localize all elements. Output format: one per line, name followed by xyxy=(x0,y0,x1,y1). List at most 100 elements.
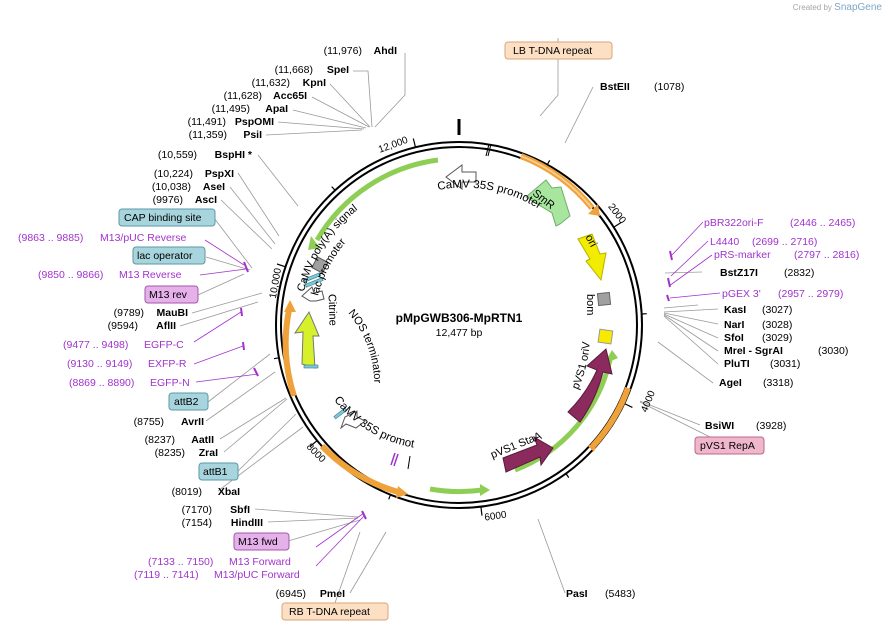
enzyme-agei: AgeI(3318) xyxy=(719,377,793,389)
ori-label: ori xyxy=(583,233,599,249)
attb-box xyxy=(333,407,348,420)
enzyme-aatii: (8237)AatII xyxy=(145,434,214,446)
primer-prs-marker: pRS-marker(2797 .. 2816) xyxy=(714,249,859,261)
left-marker-primer-4 xyxy=(253,367,259,377)
camv-top-promoter-label: CaMV 35S promoter xyxy=(437,179,544,212)
right-marker-primer-2 xyxy=(667,277,671,288)
primer-egfp-n: (8869 .. 8890)EGFP-N xyxy=(69,377,190,389)
staa-gene-arrow xyxy=(502,435,554,473)
enzyme-asei: (10,038)AseI xyxy=(152,181,225,193)
size-tick-marks xyxy=(273,138,647,516)
primer-pbr322ori-f: pBR322ori-F(2446 .. 2465) xyxy=(704,217,855,229)
enzyme-ahdi: (11,976)AhdI xyxy=(324,45,397,57)
lac-operator-box-2 xyxy=(304,277,324,288)
enzyme-avrii: (8755)AvrII xyxy=(134,416,204,428)
enzyme-pluti: PluTI(3031) xyxy=(724,358,800,370)
plasmid-name: pMpGWB306-MpRTN1 xyxy=(396,311,523,325)
inner-features xyxy=(240,143,673,520)
nos-terminator-box xyxy=(303,364,319,369)
bottom-marker-line-3 xyxy=(407,455,411,470)
enzyme-sfoi: SfoI(3029) xyxy=(724,332,792,344)
tick-mark xyxy=(276,263,286,268)
enzyme-bsteii: BstEII(1078) xyxy=(600,81,684,93)
top-marker-line-2 xyxy=(487,143,492,157)
tick-mark xyxy=(412,138,417,148)
cap-binding-site-box: CAP binding site xyxy=(118,208,216,227)
bottom-marker-line-2 xyxy=(393,453,399,467)
polya-label: CaMV poly(A) signal xyxy=(295,202,360,292)
lac-promoter-arrow xyxy=(301,286,325,302)
bom-label: bom xyxy=(584,294,596,315)
attb1-box: attB1 xyxy=(198,462,239,481)
oriv-box xyxy=(597,328,614,345)
enzyme-pmei: (6945)PmeI xyxy=(276,588,345,600)
polya-box xyxy=(311,256,329,274)
primer-connector-lines xyxy=(193,221,721,567)
lac-operator-box-1 xyxy=(302,272,322,283)
primer-egfp-c: (9477 .. 9498)EGFP-C xyxy=(63,339,184,351)
bottom-marker-line-1 xyxy=(390,452,396,466)
enzyme-acc65i: (11,628)Acc65I xyxy=(224,90,307,102)
lac-operator-box: lac operator xyxy=(132,246,206,265)
primer-m13-forward: (7133 .. 7150)M13 Forward xyxy=(148,556,291,568)
svg-text:LB T-DNA repeat: LB T-DNA repeat xyxy=(513,45,592,57)
backbone-outer-ring xyxy=(275,141,643,509)
camv-bottom-promoter-arrow xyxy=(339,410,366,430)
left-marker-primer xyxy=(243,261,249,273)
plasmid-backbone xyxy=(273,119,647,516)
enzyme-zrai: (8235)ZraI xyxy=(155,447,218,459)
enzyme-pasi: PasI(5483) xyxy=(566,588,635,600)
tick-mark xyxy=(273,357,280,360)
svg-text:pVS1 RepA: pVS1 RepA xyxy=(700,440,755,452)
snapgene-credit: Created by SnapGene xyxy=(793,2,882,13)
svg-text:M13 fwd: M13 fwd xyxy=(238,536,278,548)
left-marker-primer-3 xyxy=(242,341,245,351)
primer-m13puc-forward: (7119 .. 7141)M13/pUC Forward xyxy=(134,569,300,581)
tick-label-6000: 6000 xyxy=(484,510,508,524)
right-border-arrowhead xyxy=(588,204,600,216)
enzyme-pspxi: (10,224)PspXI xyxy=(154,168,234,180)
enzyme-hindiii: (7154)HindIII xyxy=(182,517,263,529)
smr-gene-arrow xyxy=(525,179,571,227)
camv-top-promoter-arrow xyxy=(445,164,477,190)
rb-t-dna-repeat-box: RB T-DNA repeat xyxy=(281,602,389,621)
tick-mark xyxy=(331,186,336,191)
primer-exfp-r: (9130 .. 9149)EXFP-R xyxy=(67,358,187,370)
enzyme-apai: (11,495)ApaI xyxy=(212,103,288,115)
bottom-green-arrowhead xyxy=(480,484,490,496)
svg-text:RB T-DNA repeat: RB T-DNA repeat xyxy=(289,606,370,618)
ori-arrow xyxy=(577,233,607,282)
tick-label-12000: 12,000 xyxy=(377,135,410,156)
enzyme-psppomi: (11,491)PspOMI xyxy=(188,116,274,128)
tick-mark xyxy=(565,473,570,478)
tick-mark xyxy=(546,160,551,165)
enzyme-maubi: (9789)MauBI xyxy=(114,307,188,319)
nos-terminator-label: NOS terminator xyxy=(346,307,384,383)
m13-fwd-box: M13 fwd xyxy=(233,532,290,551)
tick-mark xyxy=(309,440,318,447)
lb-border-arrowhead xyxy=(588,440,598,452)
bom-box xyxy=(596,291,612,307)
enzyme-kasi: KasI(3027) xyxy=(724,304,792,316)
top-green-arrowhead xyxy=(308,236,320,250)
tick-label-4000: 4000 xyxy=(639,389,658,414)
top-marker-line-1 xyxy=(485,143,490,157)
right-border-orange-arc-inner xyxy=(520,155,593,209)
enzyme-psii: (11,359)PsiI xyxy=(189,129,262,141)
left-orange-arrowhead xyxy=(284,300,296,312)
bottom-orange-arrowhead xyxy=(396,486,408,498)
plasmid-size: 12,477 bp xyxy=(436,327,483,339)
bottom-orange-arc xyxy=(319,443,399,495)
svg-text:lac operator: lac operator xyxy=(137,250,193,262)
enzyme-sbfi: (7170)SbfI xyxy=(182,504,250,516)
right-marker-primer xyxy=(669,250,673,261)
primer-m13-reverse: (9850 .. 9866)M13 Reverse xyxy=(38,269,182,281)
tick-mark xyxy=(480,506,483,516)
outer-feature-arcs xyxy=(282,153,631,498)
oriv-arrow xyxy=(567,348,613,423)
tick-mark xyxy=(388,494,392,500)
left-orange-arc xyxy=(282,309,297,397)
primer-l4440: L4440(2699 .. 2716) xyxy=(710,236,817,248)
primer-pgex-3: pGEX 3'(2957 .. 2979) xyxy=(722,288,843,300)
bottom-marker-primer xyxy=(361,510,367,520)
